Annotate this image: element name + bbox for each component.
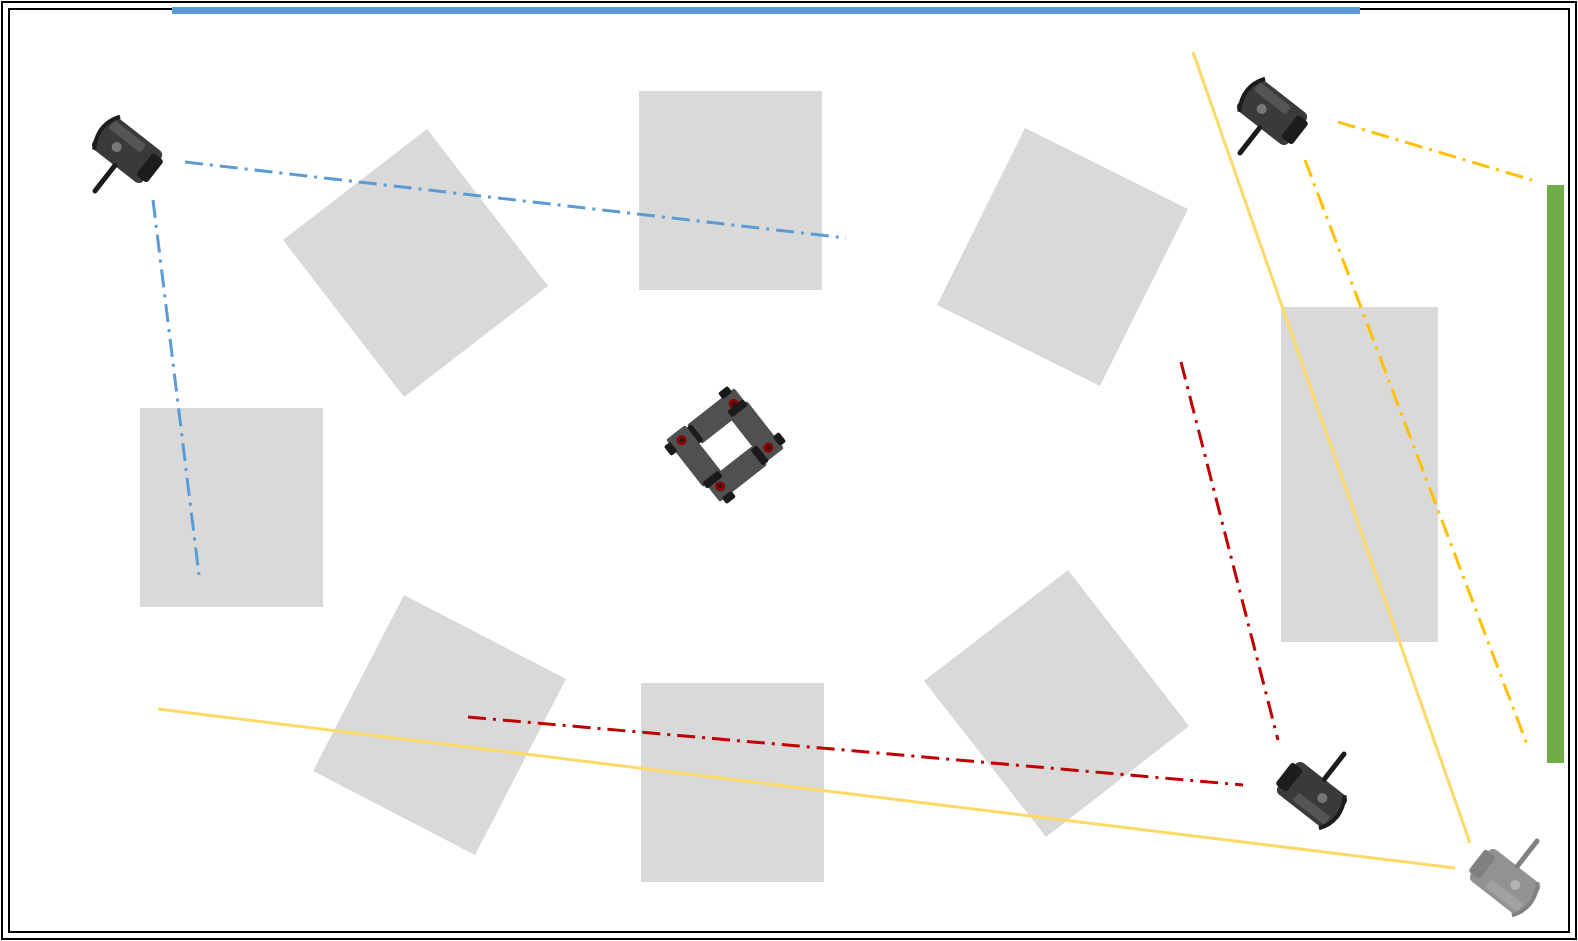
obstacle-bottom-right-rotated xyxy=(924,570,1189,837)
red-sightline-vertical xyxy=(1181,362,1278,740)
green-wall xyxy=(1547,185,1564,763)
robot-cluster-icon xyxy=(661,383,788,506)
blue-wall xyxy=(172,7,1360,14)
video-camera-icon xyxy=(1463,819,1563,920)
obstacle-top-left-rotated xyxy=(283,129,548,397)
obstacle-top-center xyxy=(639,91,822,290)
video-camera-icon xyxy=(1214,74,1314,175)
orange-sightline-wall xyxy=(1338,122,1532,180)
obstacle-top-right-rotated xyxy=(937,128,1188,386)
obstacle-left xyxy=(140,408,323,607)
obstacle-bottom-left-rotated xyxy=(313,595,566,855)
obstacle-right xyxy=(1281,307,1438,642)
obstacle-bottom-center xyxy=(641,683,824,882)
video-camera-icon xyxy=(69,112,169,213)
video-camera-icon xyxy=(1270,732,1370,833)
